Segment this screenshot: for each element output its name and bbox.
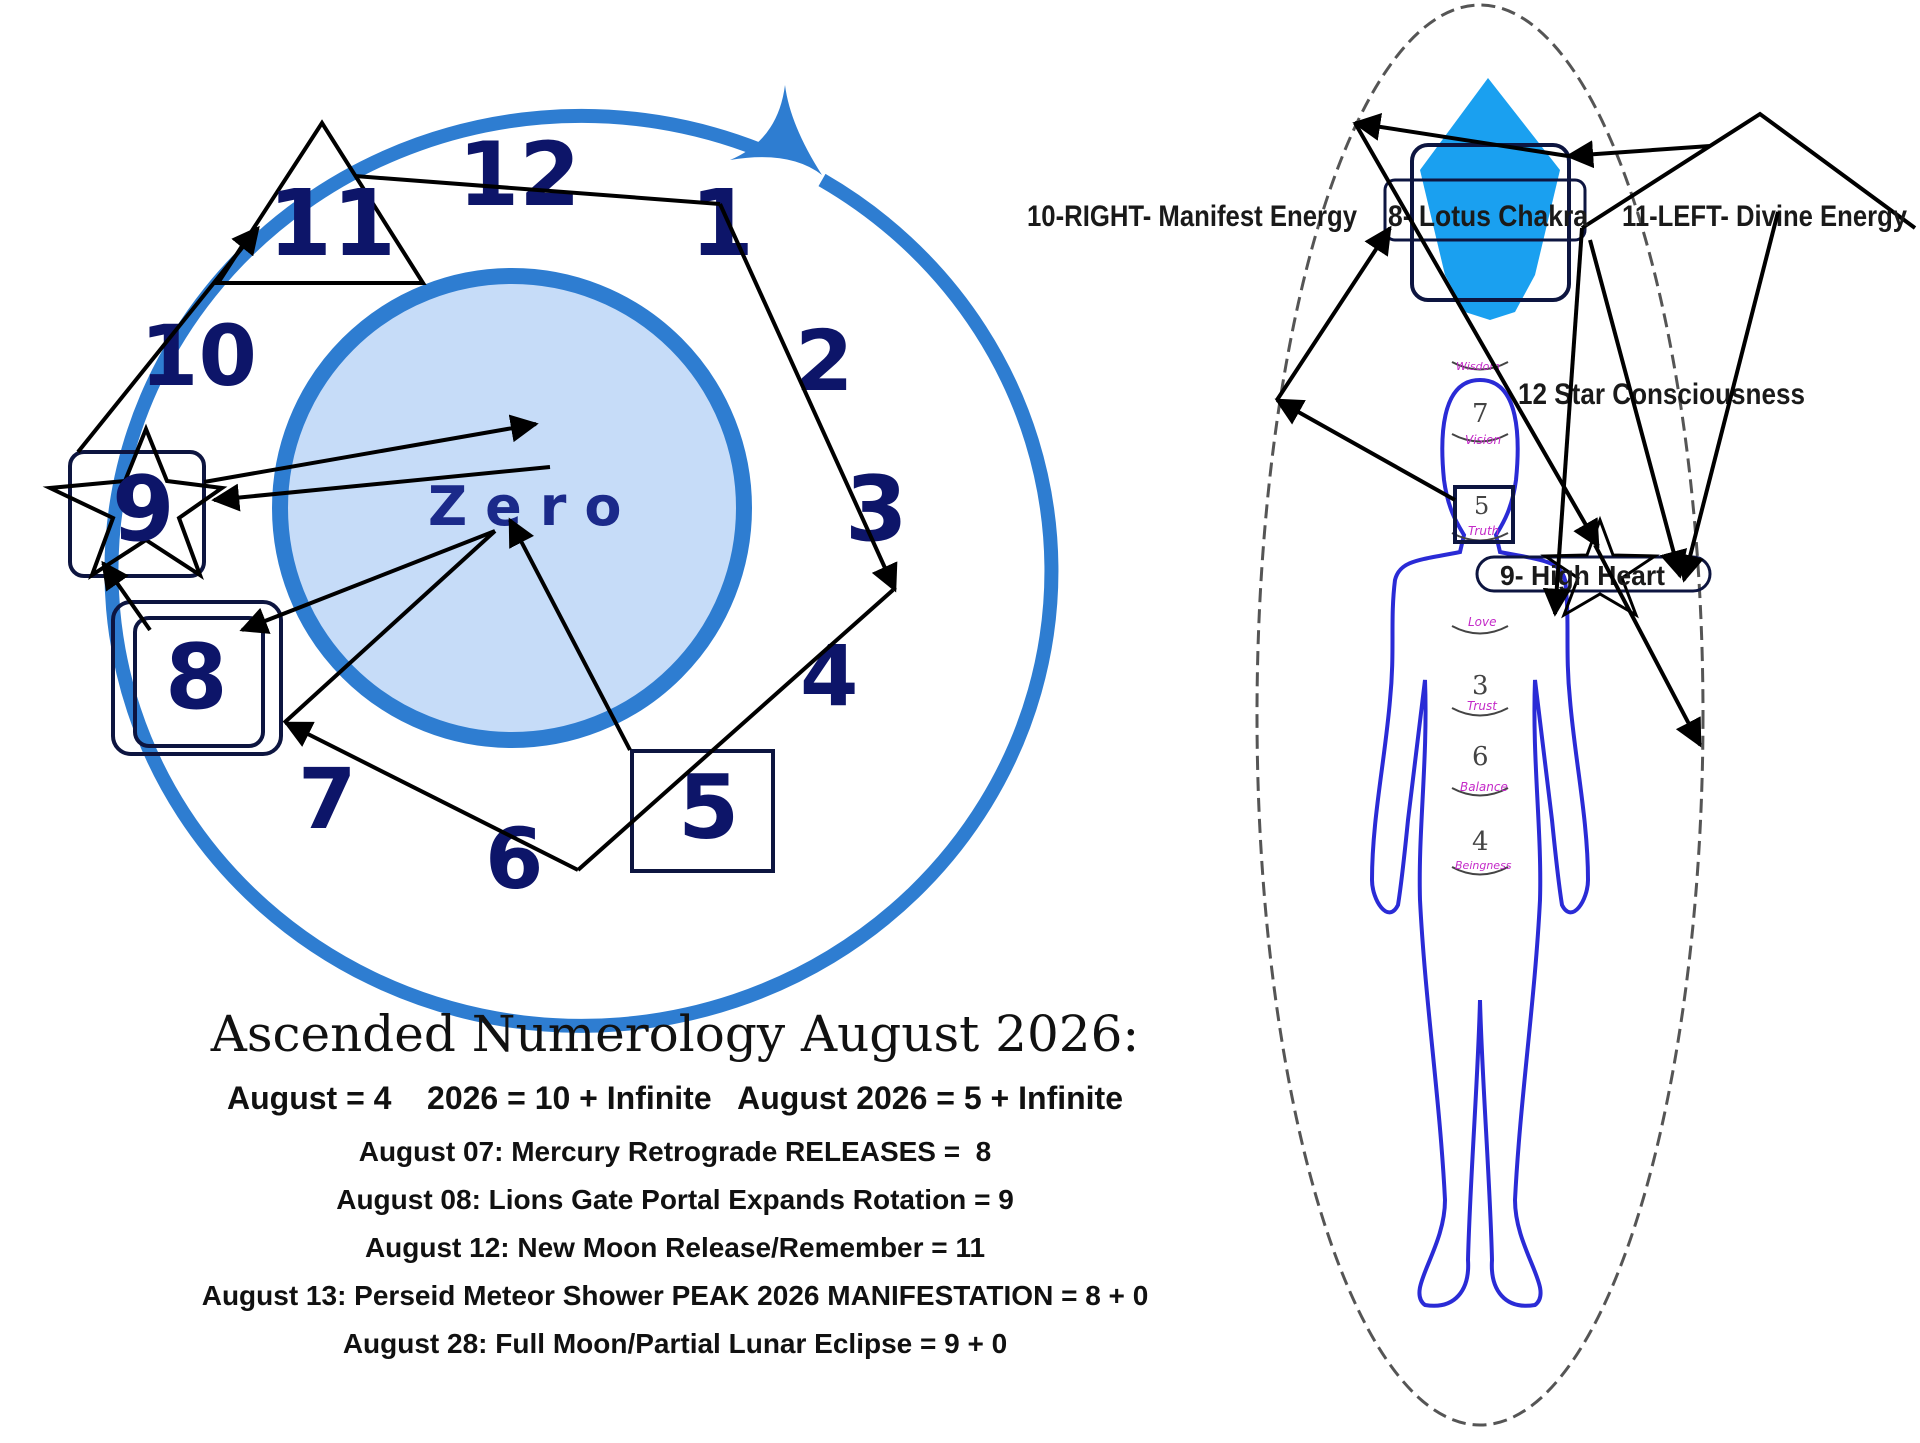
label-lotus-chakra: 8- Lotus Chakra xyxy=(1388,200,1588,233)
divine-triangle xyxy=(1580,111,1917,230)
path-line xyxy=(203,414,539,484)
square-5-shape xyxy=(630,749,775,873)
chakra-arc xyxy=(1451,787,1509,797)
high-heart-box xyxy=(1475,555,1712,593)
chakra-arc xyxy=(1451,625,1509,635)
wheel-number-6: 6 xyxy=(485,810,543,908)
truth-box xyxy=(1453,485,1515,544)
date-line-aug12: August 12: New Moon Release/Remember = 1… xyxy=(364,1232,986,1263)
outer-ring xyxy=(104,108,1059,1033)
lotus-shape xyxy=(1420,78,1560,320)
chakra-arrow xyxy=(1352,113,1569,158)
numerology-wheel: Zero 12 11 1 10 2 9 3 8 4 7 5 6 xyxy=(42,85,1059,1033)
chakra-number-6: 6 xyxy=(1472,742,1489,772)
aura-ellipse xyxy=(1255,3,1705,1427)
path-line xyxy=(239,529,496,634)
path-line xyxy=(76,225,260,454)
label-left-divine: 11-LEFT- Divine Energy xyxy=(1622,200,1907,233)
chakra-number-5: 5 xyxy=(1474,492,1489,520)
chakra-arc xyxy=(1451,361,1509,371)
chakra-arrow xyxy=(1353,122,1600,549)
wheel-number-2: 2 xyxy=(795,312,853,410)
chakra-word-beingness: Beingness xyxy=(1455,859,1512,872)
chakra-word-balance: Balance xyxy=(1460,780,1508,794)
chakra-arrow xyxy=(1274,398,1456,502)
path-line xyxy=(282,529,497,725)
zero-label: Zero xyxy=(428,475,640,538)
triangle-11-shape xyxy=(214,119,427,285)
date-line-aug13: August 13: Perseid Meteor Shower PEAK 20… xyxy=(201,1280,1149,1311)
wheel-number-9: 9 xyxy=(112,457,175,562)
chakra-word-love: Love xyxy=(1468,615,1497,629)
path-line xyxy=(211,465,551,512)
wheel-number-4: 4 xyxy=(800,627,858,725)
path-line xyxy=(283,721,579,872)
chakra-number-7: 7 xyxy=(1472,399,1489,429)
path-line xyxy=(101,560,152,632)
ring-arrowhead xyxy=(730,85,822,175)
path-line xyxy=(718,203,898,593)
wheel-number-10: 10 xyxy=(140,307,257,405)
path-line xyxy=(508,517,632,751)
path-line xyxy=(576,588,895,872)
summary-line: August = 4 2026 = 10 + Infinite August 2… xyxy=(227,1080,1123,1116)
chakra-arrow xyxy=(1593,544,1702,748)
wheel-number-7: 7 xyxy=(298,750,356,848)
chakra-word-truth: Truth xyxy=(1468,524,1499,538)
square-8-inner xyxy=(133,616,265,748)
chakra-arrow xyxy=(1542,227,1584,617)
wheel-number-8: 8 xyxy=(165,625,228,730)
zero-center-circle xyxy=(272,268,752,748)
chakra-word-trust: Trust xyxy=(1467,699,1498,713)
date-line-aug08: August 08: Lions Gate Portal Expands Rot… xyxy=(336,1184,1014,1215)
square-8-outer xyxy=(111,600,283,756)
page-title: Ascended Numerology August 2026: xyxy=(210,1005,1140,1063)
chakra-arc xyxy=(1451,433,1509,443)
lotus-box-inner xyxy=(1383,178,1587,242)
chakra-number-3: 3 xyxy=(1472,671,1489,701)
chakra-arrow xyxy=(1275,225,1392,402)
label-star-consciousness: 12 Star Consciousness xyxy=(1518,378,1805,411)
star-9-shape xyxy=(42,423,228,580)
chakra-arc xyxy=(1451,866,1509,876)
chakra-word-vision: Vision xyxy=(1465,433,1501,447)
date-line-aug07: August 07: Mercury Retrograde RELEASES =… xyxy=(358,1136,992,1167)
label-right-manifest: 10-RIGHT- Manifest Energy xyxy=(1027,200,1357,233)
chakra-arrow xyxy=(1565,140,1711,169)
chakra-figure: Wisdom 7 Vision 5 Truth Love 3 Trust 6 B… xyxy=(1027,3,1917,1427)
wheel-number-11: 11 xyxy=(268,170,396,277)
body-outline xyxy=(1369,377,1591,1308)
chakra-arc xyxy=(1451,707,1509,717)
chakra-arrow xyxy=(1588,239,1688,579)
chakra-arrow xyxy=(1676,211,1780,583)
chakra-word-wisdom: Wisdom xyxy=(1456,360,1500,373)
wheel-number-12: 12 xyxy=(458,123,580,226)
label-high-heart: 9- High Heart xyxy=(1500,560,1665,591)
path-line xyxy=(354,174,721,206)
date-line-aug28: August 28: Full Moon/Partial Lunar Eclip… xyxy=(342,1328,1008,1359)
chakra-number-4: 4 xyxy=(1472,827,1489,857)
